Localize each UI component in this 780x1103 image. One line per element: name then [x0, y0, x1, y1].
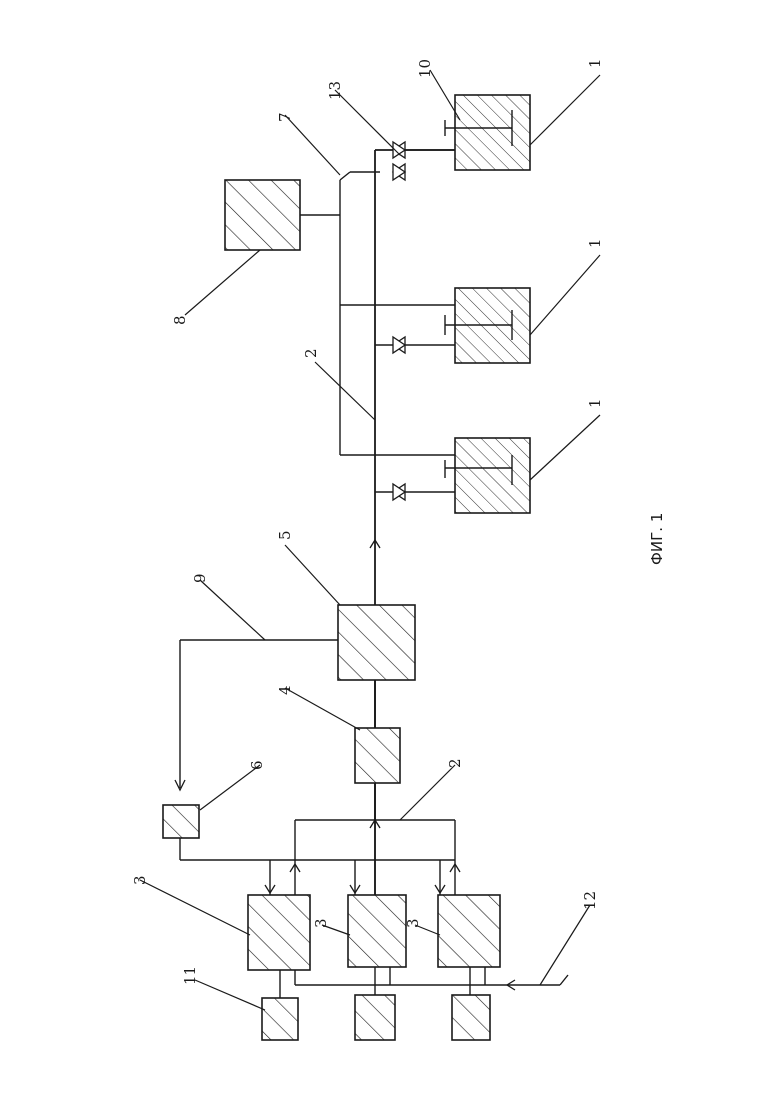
- label-9: 9: [191, 573, 209, 583]
- unit-8: [225, 180, 300, 250]
- label-2-top: 2: [302, 348, 320, 358]
- valve-top: [393, 142, 405, 180]
- supply-line: [295, 967, 568, 990]
- unit-3-left: [248, 895, 310, 970]
- label-4: 4: [276, 685, 294, 695]
- label-12: 12: [581, 891, 599, 910]
- unit-11-left: [262, 970, 298, 1040]
- label-1-top: 1: [586, 58, 604, 68]
- tank-1-middle: [400, 288, 530, 363]
- label-7: 7: [276, 112, 294, 122]
- label-3-left: 3: [131, 875, 149, 885]
- label-5: 5: [276, 530, 294, 540]
- figure-caption: ФИГ. 1: [648, 513, 666, 565]
- label-13: 13: [326, 81, 344, 100]
- unit-4: [355, 728, 400, 820]
- unit-11-middle: [355, 967, 395, 1040]
- label-2-bottom: 2: [446, 758, 464, 768]
- collector: [180, 820, 460, 895]
- main-pipeline: [375, 150, 455, 910]
- valve-bottom: [375, 484, 405, 500]
- label-1-bottom: 1: [586, 398, 604, 408]
- unit-3-middle: [348, 895, 406, 967]
- return-line: [300, 172, 455, 455]
- label-8: 8: [171, 315, 189, 325]
- leader-lines: [140, 70, 600, 1010]
- unit-6: [163, 805, 199, 860]
- tank-1-bottom: [400, 438, 530, 513]
- label-3-middle: 3: [312, 918, 330, 928]
- label-11: 11: [181, 966, 199, 985]
- label-1-middle: 1: [586, 238, 604, 248]
- tank-1-top: [400, 95, 530, 170]
- unit-3-right: [438, 895, 500, 967]
- label-6: 6: [248, 760, 266, 770]
- valve-middle: [375, 337, 405, 353]
- reference-numbers: 1 1 1 10 13 7 8 2 5 9 4 2 6 3 3 3 11 12: [131, 58, 604, 985]
- label-3-right: 3: [404, 918, 422, 928]
- label-10: 10: [416, 59, 434, 78]
